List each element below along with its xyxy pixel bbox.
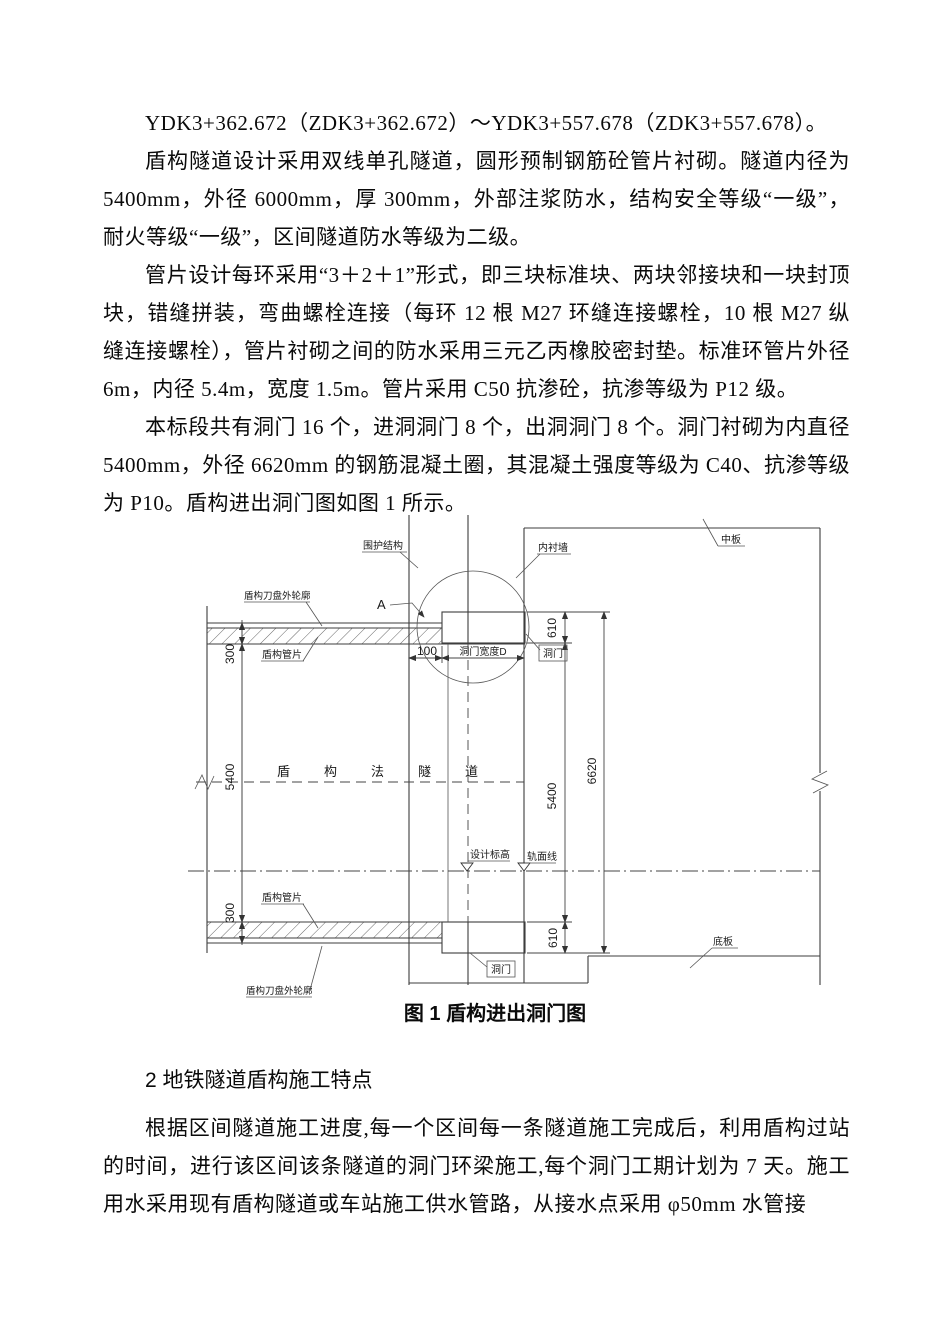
figure-caption: 图 1 盾构进出洞门图	[403, 1003, 587, 1025]
paragraph-portals: 本标段共有洞门 16 个，进洞洞门 8 个，出洞洞门 8 个。洞门衬砌为内直径 …	[103, 415, 850, 515]
enclosure-structure-label: 围护结构	[363, 539, 403, 552]
rail-level-triangle	[517, 862, 531, 872]
dim-300-bottom: 300	[223, 903, 237, 923]
rail-surface-label: 轨面线	[527, 850, 557, 863]
figure-1-diagram: 围护结构 内衬墙 中板 盾构刀盘外轮廓 盾构管片 A 100 洞门宽度D 洞门 …	[188, 515, 829, 998]
paragraph-construction-features: 根据区间隧道施工进度,每一个区间每一条隧道施工完成后，利用盾构过站的时间，进行该…	[103, 1116, 850, 1216]
dim-610-bottom: 610	[546, 928, 560, 948]
dim-5400-right: 5400	[545, 782, 559, 809]
cutter-outline-label-bottom: 盾构刀盘外轮廓	[246, 985, 313, 997]
segment-label-top: 盾构管片	[262, 648, 302, 661]
portal-label-box-top	[538, 644, 568, 662]
break-symbol-left	[194, 774, 215, 790]
segment-label-bottom: 盾构管片	[262, 891, 302, 904]
structure-lines	[188, 515, 829, 985]
dim-portal-width: 洞门宽度D	[459, 645, 506, 658]
design-elevation-label: 设计标高	[470, 848, 510, 861]
dim-5400-left: 5400	[223, 763, 237, 790]
inner-lining-wall-label: 内衬墙	[538, 541, 568, 554]
dim-300-top: 300	[223, 644, 237, 664]
bottom-slab-label: 底板	[713, 935, 733, 948]
tunnel-axis-label: 盾构法隧道	[277, 764, 512, 779]
section-2-heading: 2 地铁隧道盾构施工特点	[145, 1069, 373, 1092]
break-symbol-right	[811, 770, 829, 794]
detail-a-mark: A	[377, 597, 386, 612]
dim-6620: 6620	[585, 757, 599, 784]
dim-610-top: 610	[545, 618, 559, 638]
cutter-outline-label-top: 盾构刀盘外轮廓	[244, 590, 311, 602]
dimension-lines	[238, 611, 610, 954]
tunnel-segment-hatching	[207, 611, 526, 954]
portal-label-bottom: 洞门	[491, 963, 511, 976]
middle-slab-label: 中板	[721, 533, 741, 546]
dim-100: 100	[417, 644, 437, 658]
paragraph-segment-design: 管片设计每环采用“3＋2＋1”形式，即三块标准块、两块邻接块和一块封顶块，错缝拼…	[103, 263, 850, 401]
portal-label-box-bottom	[486, 960, 516, 978]
paragraph-chainage: YDK3+362.672（ZDK3+362.672）～YDK3+557.678（…	[145, 111, 828, 135]
design-elevation-triangle	[460, 862, 474, 872]
leader-lines	[244, 518, 745, 998]
portal-label-top: 洞门	[543, 647, 563, 660]
paragraph-tunnel-design: 盾构隧道设计采用双线单孔隧道，圆形预制钢筋砼管片衬砌。隧道内径为 5400mm，…	[103, 149, 850, 249]
